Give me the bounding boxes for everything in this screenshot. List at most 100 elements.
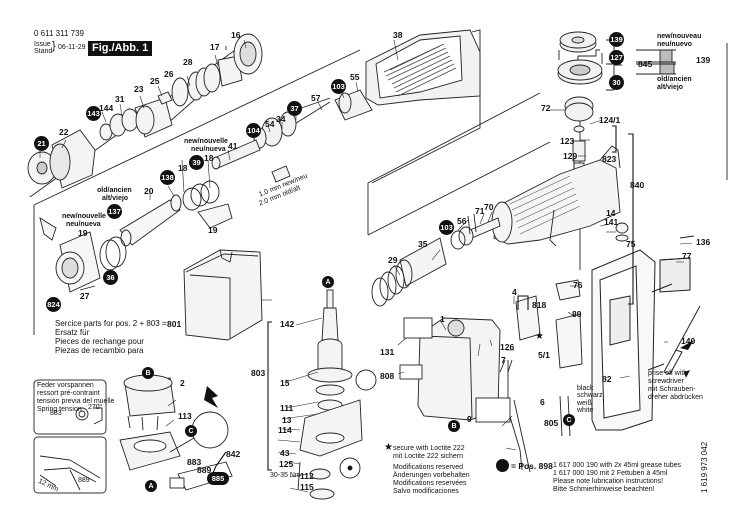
callout-75: 75	[626, 239, 636, 249]
callout-18-right: 18	[204, 153, 214, 163]
callout-57: 57	[311, 93, 321, 103]
callout-803: 803	[251, 368, 266, 378]
spring-note-line3: tensión previa del muelle	[37, 398, 115, 405]
stator-art	[119, 374, 233, 491]
spring-angle: 270°	[88, 404, 103, 411]
callout-28: 28	[183, 57, 193, 67]
callout-25: 25	[150, 76, 160, 86]
callout-29: 29	[388, 255, 398, 265]
callout-131: 131	[380, 347, 395, 357]
callout-144: 144	[99, 103, 114, 113]
prise-note-line1: prise off with	[648, 370, 688, 377]
note-new-nouveau: new/nouveau	[657, 33, 702, 40]
grease-note-line4: Bitte Schmierhinweise beachten!	[553, 486, 655, 493]
badge-37: 37	[287, 101, 302, 116]
callout-70: 70	[484, 202, 494, 212]
spring-tension-inset-frame	[33, 379, 107, 435]
callout-840: 840	[630, 180, 645, 190]
prise-note-line2: screwdriver	[648, 378, 684, 385]
callout-20: 20	[144, 186, 154, 196]
callout-26: 26	[164, 69, 174, 79]
badge-c-stator: C	[185, 425, 197, 437]
callout-55: 55	[350, 72, 360, 82]
callout-115: 115	[300, 482, 314, 492]
callout-18-left: 18	[178, 163, 188, 173]
note-old-ancien: old/ancien	[97, 187, 132, 194]
callout-82: 82	[602, 374, 612, 384]
callout-15: 15	[280, 378, 290, 388]
note-neu-nuevo: neu/nuevo	[657, 41, 693, 48]
loctite-note-line1: secure with Loctite 222	[393, 445, 465, 452]
callout-823: 823	[602, 154, 617, 164]
badge-143: 143	[86, 106, 101, 121]
callout-126: 126	[500, 342, 515, 352]
callout-56: 56	[457, 216, 467, 226]
badge-103-mid: 103	[439, 220, 454, 235]
badge-b-box: B	[448, 420, 460, 432]
badge-103-top: 103	[331, 79, 346, 94]
gear-train-art	[557, 31, 676, 220]
spring-note-line2: ressort pré-contraint	[37, 390, 100, 397]
note-new-nouvelle-2: new/nouvelle	[62, 213, 106, 220]
loctite-note-line2: mit Loctite 222 sichern	[393, 453, 464, 460]
callout-114: 114	[278, 425, 292, 435]
callout-845: 845	[638, 59, 653, 69]
callout-13: 13	[282, 415, 292, 425]
wire-schwarz-label: schwarz	[577, 392, 603, 399]
motor-housing-art	[371, 145, 629, 307]
wire-white-label: white	[577, 407, 594, 414]
modifications-line3: Modifications reservées	[393, 480, 467, 487]
callout-842: 842	[226, 449, 241, 459]
callout-17: 17	[210, 42, 220, 52]
service-parts-line2: Ersatz für	[55, 328, 90, 337]
spring-note-line1: Feder vorspannen	[37, 382, 94, 389]
callout-71: 71	[475, 206, 485, 216]
note-old-ancien-right: old/ancien	[657, 76, 692, 83]
badge-138: 138	[160, 170, 175, 185]
badge-127: 127	[609, 50, 624, 65]
gear-housing-art	[211, 29, 481, 183]
callout-7: 7	[501, 355, 506, 365]
callout-14: 14	[606, 208, 616, 218]
document-number: 1 619 973 042	[700, 441, 709, 493]
callout-43: 43	[280, 448, 290, 458]
callout-883-inset: 883	[50, 410, 62, 417]
callout-123: 123	[560, 136, 575, 146]
callout-112: 112	[300, 471, 314, 481]
callout-142: 142	[280, 319, 295, 329]
prise-note-line4: dreher abdrücken	[648, 394, 703, 401]
note-alt-viejo-right: alt/viejo	[657, 84, 684, 91]
callout-808: 808	[380, 371, 395, 381]
service-parts-line4: Piezas de recambio para	[55, 346, 144, 355]
torque-spec: 30-35 Nm	[270, 472, 301, 479]
wire-weiss-label: weiß	[577, 400, 592, 407]
modifications-line1: Modifications reserved	[393, 464, 464, 471]
badge-36: 36	[103, 270, 118, 285]
callout-5-1: 5/1	[538, 350, 550, 360]
callout-801: 801	[167, 319, 182, 329]
callout-9: 9	[467, 414, 472, 424]
issue-label: Issue	[34, 41, 51, 48]
gear-cover-left-art	[183, 249, 263, 341]
star-icon-switch: ★	[535, 331, 544, 342]
grease-note-line1: 1 617 000 190 with 2x 45ml grease tubes	[553, 462, 682, 469]
callout-38: 38	[393, 30, 403, 40]
motor-cover-center-art	[399, 317, 511, 423]
callout-889: 889	[197, 465, 212, 475]
callout-27: 27	[80, 291, 90, 301]
note-new-nouvelle-1: new/nouvelle	[184, 138, 228, 145]
note-alt-viejo: alt/viejo	[102, 195, 129, 202]
badge-30: 30	[609, 75, 624, 90]
arrow-marks	[204, 340, 694, 408]
callout-4: 4	[512, 287, 517, 297]
issue-date: 06-11-29	[58, 44, 86, 51]
callout-139-right: 139	[696, 55, 711, 65]
pos-898-label: = Pos. 898	[511, 461, 553, 471]
callout-34: 34	[276, 114, 286, 124]
service-parts-line3: Pieces de rechange pour	[55, 337, 144, 346]
callout-35: 35	[418, 239, 428, 249]
badge-104: 104	[246, 123, 261, 138]
note-neu-nueva-1: neu/nueva	[191, 146, 226, 153]
